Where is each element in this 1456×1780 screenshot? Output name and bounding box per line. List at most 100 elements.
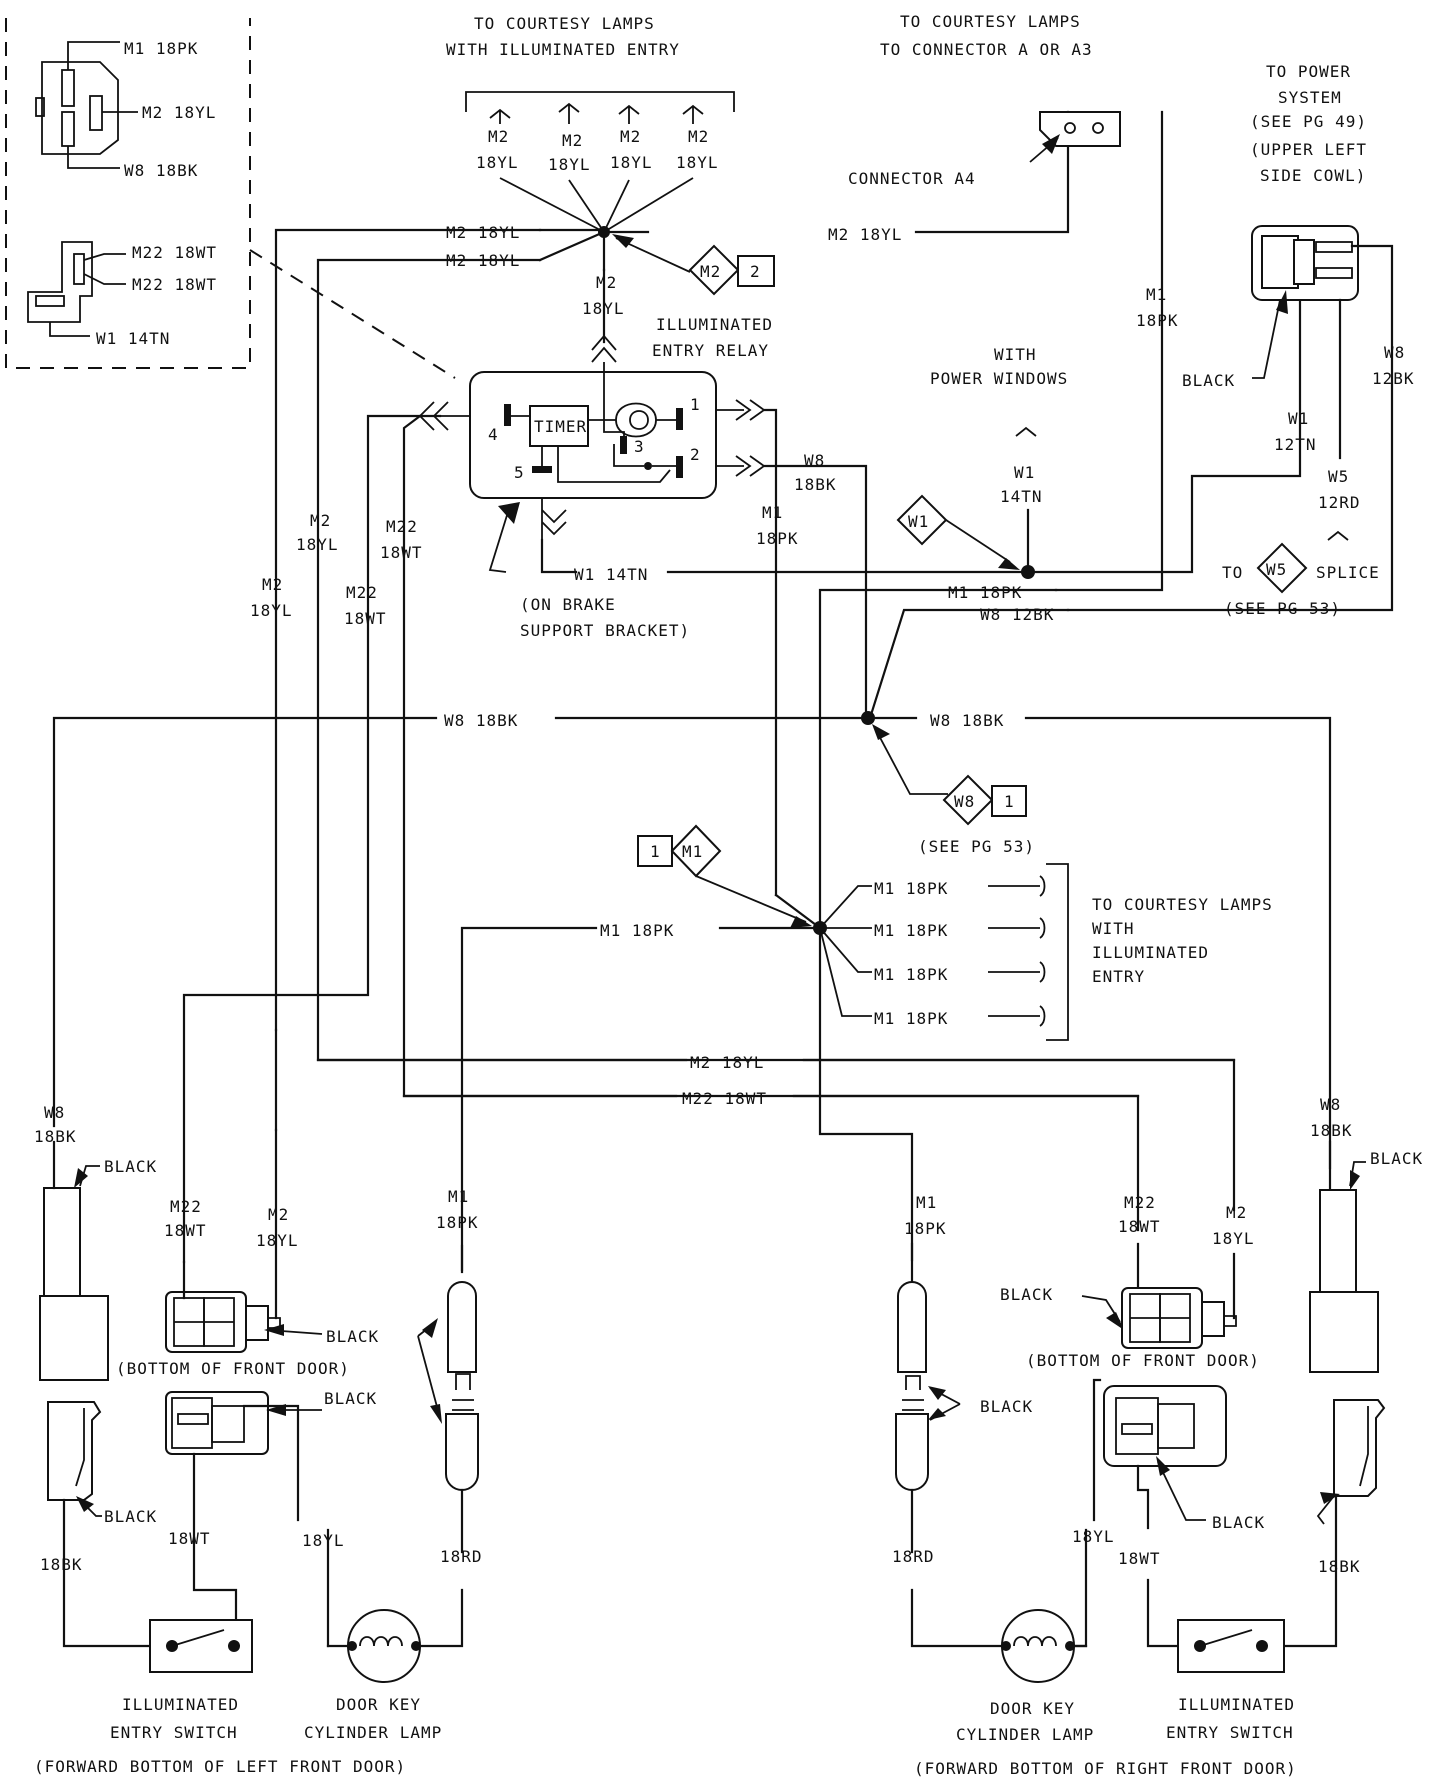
inset-label-m22-a: M22 18WT: [132, 243, 217, 262]
svg-text:18YL: 18YL: [610, 153, 653, 172]
power-system-label-4: (UPPER LEFT: [1250, 140, 1367, 159]
svg-text:M22: M22: [346, 583, 378, 602]
svg-text:18RD: 18RD: [440, 1547, 483, 1566]
svg-text:M1: M1: [682, 842, 703, 861]
svg-text:18WT: 18WT: [1118, 1217, 1161, 1236]
svg-text:M1: M1: [916, 1193, 937, 1212]
svg-text:W1 14TN: W1 14TN: [574, 565, 648, 584]
svg-text:18PK: 18PK: [904, 1219, 947, 1238]
splice-tag-w1: W1: [896, 494, 1020, 570]
svg-text:M2: M2: [262, 575, 283, 594]
svg-text:18WT: 18WT: [164, 1221, 207, 1240]
svg-text:18BK: 18BK: [34, 1127, 77, 1146]
svg-text:BLACK: BLACK: [104, 1507, 157, 1526]
svg-text:(SEE PG 53): (SEE PG 53): [1224, 599, 1341, 618]
svg-text:18WT: 18WT: [344, 609, 387, 628]
svg-text:18PK: 18PK: [1136, 311, 1179, 330]
svg-text:DOOR KEY: DOOR KEY: [336, 1695, 421, 1714]
m1-splice-junction: M1 18PK M1 18PK M1 18PK M1 18PK M1 18PK …: [460, 863, 1273, 1272]
svg-text:(FORWARD BOTTOM OF LEFT FRONT: (FORWARD BOTTOM OF LEFT FRONT DOOR): [34, 1757, 406, 1776]
svg-text:18RD: 18RD: [892, 1547, 935, 1566]
svg-text:M2: M2: [488, 127, 509, 146]
svg-text:18YL: 18YL: [476, 153, 519, 172]
inset-label-w1: W1 14TN: [96, 329, 170, 348]
svg-text:1: 1: [650, 842, 661, 861]
svg-text:M1 18PK: M1 18PK: [874, 965, 948, 984]
svg-text:5: 5: [514, 463, 525, 482]
svg-text:W8 18BK: W8 18BK: [930, 711, 1004, 730]
svg-text:M1 18PK: M1 18PK: [948, 583, 1022, 602]
relay-label-1: ILLUMINATED: [656, 315, 773, 334]
svg-text:ILLUMINATED: ILLUMINATED: [1178, 1695, 1295, 1714]
power-system-label-2: SYSTEM: [1278, 88, 1342, 107]
svg-text:TO COURTESY LAMPS: TO COURTESY LAMPS: [1092, 895, 1273, 914]
illuminated-entry-relay: ILLUMINATED ENTRY RELAY TIMER 1 3 2 4 5: [418, 268, 773, 640]
svg-text:W1: W1: [908, 512, 929, 531]
svg-text:18YL: 18YL: [548, 155, 591, 174]
svg-text:CYLINDER LAMP: CYLINDER LAMP: [304, 1723, 442, 1742]
inset-label-m2: M2 18YL: [142, 103, 216, 122]
svg-text:4: 4: [488, 425, 499, 444]
svg-text:18YL: 18YL: [1212, 1229, 1255, 1248]
svg-text:M1 18PK: M1 18PK: [874, 1009, 948, 1028]
svg-text:M1: M1: [1146, 285, 1167, 304]
svg-text:M1: M1: [448, 1187, 469, 1206]
svg-text:M22: M22: [386, 517, 418, 536]
svg-text:WITH: WITH: [1092, 919, 1135, 938]
svg-text:W8: W8: [1320, 1095, 1341, 1114]
svg-text:W8 12BK: W8 12BK: [980, 605, 1054, 624]
svg-text:18BK: 18BK: [1318, 1557, 1361, 1576]
svg-text:POWER WINDOWS: POWER WINDOWS: [930, 369, 1068, 388]
inset-label-m1: M1 18PK: [124, 39, 198, 58]
splice-tag-w5: W5: [1256, 542, 1308, 594]
svg-text:TO: TO: [1222, 563, 1243, 582]
svg-text:1: 1: [690, 395, 701, 414]
svg-text:M2: M2: [562, 131, 583, 150]
power-system-label-3: (SEE PG 49): [1250, 112, 1367, 131]
svg-text:(SEE PG 53): (SEE PG 53): [918, 837, 1035, 856]
svg-text:DOOR KEY: DOOR KEY: [990, 1699, 1075, 1718]
svg-text:ENTRY: ENTRY: [1092, 967, 1145, 986]
svg-text:18YL: 18YL: [676, 153, 719, 172]
power-system-label-1: TO POWER: [1266, 62, 1351, 81]
svg-text:M2: M2: [688, 127, 709, 146]
svg-text:M2 18YL: M2 18YL: [828, 225, 902, 244]
svg-text:ENTRY SWITCH: ENTRY SWITCH: [1166, 1723, 1294, 1742]
svg-text:(BOTTOM OF FRONT DOOR): (BOTTOM OF FRONT DOOR): [116, 1359, 350, 1378]
power-system-connector: BLACK W8 12BK W1 12TN W5 12RD: [1066, 225, 1414, 612]
svg-text:(BOTTOM OF FRONT DOOR): (BOTTOM OF FRONT DOOR): [1026, 1351, 1260, 1370]
svg-text:18BK: 18BK: [1310, 1121, 1353, 1140]
svg-text:W1: W1: [1014, 463, 1035, 482]
svg-text:M1 18PK: M1 18PK: [600, 921, 674, 940]
inset-connector-detail: M1 18PK M2 18YL W8 18BK M22 18WT M22 18W…: [5, 18, 456, 379]
svg-text:M22: M22: [1124, 1193, 1156, 1212]
svg-text:18BK: 18BK: [40, 1555, 83, 1574]
power-system-label-5: SIDE COWL): [1260, 166, 1366, 185]
svg-text:18YL: 18YL: [582, 299, 625, 318]
svg-text:18BK: 18BK: [794, 475, 837, 494]
connector-a4-label: CONNECTOR A4: [848, 169, 976, 188]
svg-text:18YL: 18YL: [256, 1231, 299, 1250]
svg-text:M2: M2: [596, 273, 617, 292]
svg-text:M2 18YL: M2 18YL: [446, 251, 520, 270]
m2-splice-junction: [499, 110, 1070, 273]
svg-text:18YL: 18YL: [250, 601, 293, 620]
svg-text:18PK: 18PK: [436, 1213, 479, 1232]
relay-mount-label-1: (ON BRAKE: [520, 595, 616, 614]
svg-text:W8: W8: [44, 1103, 65, 1122]
svg-text:M2: M2: [700, 262, 721, 281]
svg-text:M2: M2: [268, 1205, 289, 1224]
svg-text:18YL: 18YL: [302, 1531, 345, 1550]
splice-tag-m1: 1 M1: [637, 824, 812, 928]
svg-text:W5: W5: [1266, 560, 1287, 579]
svg-text:12RD: 12RD: [1318, 493, 1361, 512]
svg-text:BLACK: BLACK: [104, 1157, 157, 1176]
svg-text:2: 2: [690, 445, 701, 464]
svg-text:CYLINDER LAMP: CYLINDER LAMP: [956, 1725, 1094, 1744]
svg-text:W8: W8: [954, 792, 975, 811]
connector-a4: CONNECTOR A4: [848, 110, 1164, 592]
courtesy-lamps-ie-label-1: TO COURTESY LAMPS: [474, 14, 655, 33]
svg-text:BLACK: BLACK: [1000, 1285, 1053, 1304]
svg-text:M2: M2: [1226, 1203, 1247, 1222]
